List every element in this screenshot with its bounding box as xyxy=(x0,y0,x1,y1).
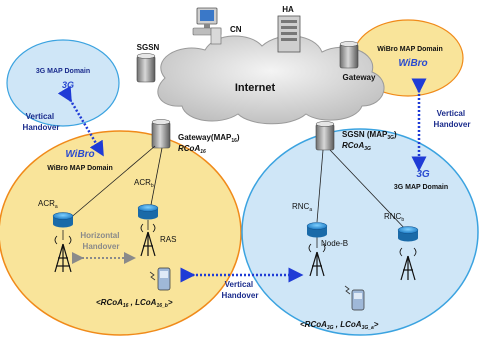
mobile-phone-3g-icon xyxy=(344,285,365,311)
wibro-small-tech-label: WiBro xyxy=(398,58,427,69)
gateway-server-icon xyxy=(339,41,359,69)
3g-small-domain-title: 3G MAP Domain xyxy=(36,68,90,75)
acr-b-router-icon xyxy=(137,204,159,220)
wibro-small-domain-title: WiBro MAP Domain xyxy=(377,46,443,53)
map3g-sgsn-label: SGSN (MAP3G) xyxy=(342,130,397,141)
wibro-main-tech-label: WiBro xyxy=(65,149,94,160)
internet-label: Internet xyxy=(235,82,276,94)
mobile-phone-wibro-icon xyxy=(149,267,171,291)
sgsn-server-icon xyxy=(136,53,156,83)
ha-label: HA xyxy=(282,5,294,14)
vertical-handover-bottom-label: Vertical Handover xyxy=(222,280,259,300)
map3g-sgsn-server-icon xyxy=(315,121,335,151)
acr-a-router-icon xyxy=(52,212,74,228)
vertical-handover-right-label: Vertical Handover xyxy=(434,109,471,129)
3g-address-pair: <RCoA3G , LCoA3G_a> xyxy=(300,320,379,331)
wibro-address-pair: <RCoA16 , LCoA16_b> xyxy=(96,298,173,309)
map3g-rcoa-label: RCoA3G xyxy=(342,141,371,152)
ras-label: RAS xyxy=(160,235,176,244)
map16-gateway-label: Gateway(MAP16) xyxy=(178,133,240,144)
sgsn-label: SGSN xyxy=(137,43,160,52)
3g-main-tech-label: 3G xyxy=(416,169,430,180)
cn-computer-icon xyxy=(192,7,222,45)
internet-cloud xyxy=(157,35,385,125)
cn-label: CN xyxy=(230,25,242,34)
rnc-b-router-icon xyxy=(397,226,419,242)
acr-b-label: ACRb xyxy=(134,178,154,189)
rnc-a-router-icon xyxy=(306,222,328,238)
nodeb-tower-right-icon xyxy=(399,247,417,281)
horizontal-handover-label: Horizontal Handover xyxy=(80,231,121,251)
map16-gateway-server-icon xyxy=(151,119,171,149)
map16-rcoa-label: RCoA16 xyxy=(178,144,206,155)
network-links xyxy=(62,145,409,248)
3g-map-domain-area xyxy=(241,128,479,336)
nodeb-tower-left-icon xyxy=(308,243,326,277)
rnc-a-label: RNCa xyxy=(292,202,312,213)
ha-server-icon xyxy=(277,15,301,53)
acr-a-label: ACRa xyxy=(38,199,58,210)
wibro-tower-left-icon xyxy=(54,235,72,273)
gateway-label: Gateway xyxy=(343,73,376,82)
3g-main-domain-title: 3G MAP Domain xyxy=(394,184,448,191)
wibro-map-domain-area xyxy=(0,130,242,336)
vertical-handover-left-label: Vertical Handover xyxy=(23,112,60,132)
wibro-main-domain-title: WiBro MAP Domain xyxy=(47,165,113,172)
vertical-handover-left-arrow xyxy=(57,85,104,157)
wibro-tower-ras-icon xyxy=(140,223,156,257)
nodeb-label: Node-B xyxy=(321,239,348,248)
rnc-b-label: RNCb xyxy=(384,212,404,223)
3g-small-tech-label: 3G xyxy=(62,80,74,90)
